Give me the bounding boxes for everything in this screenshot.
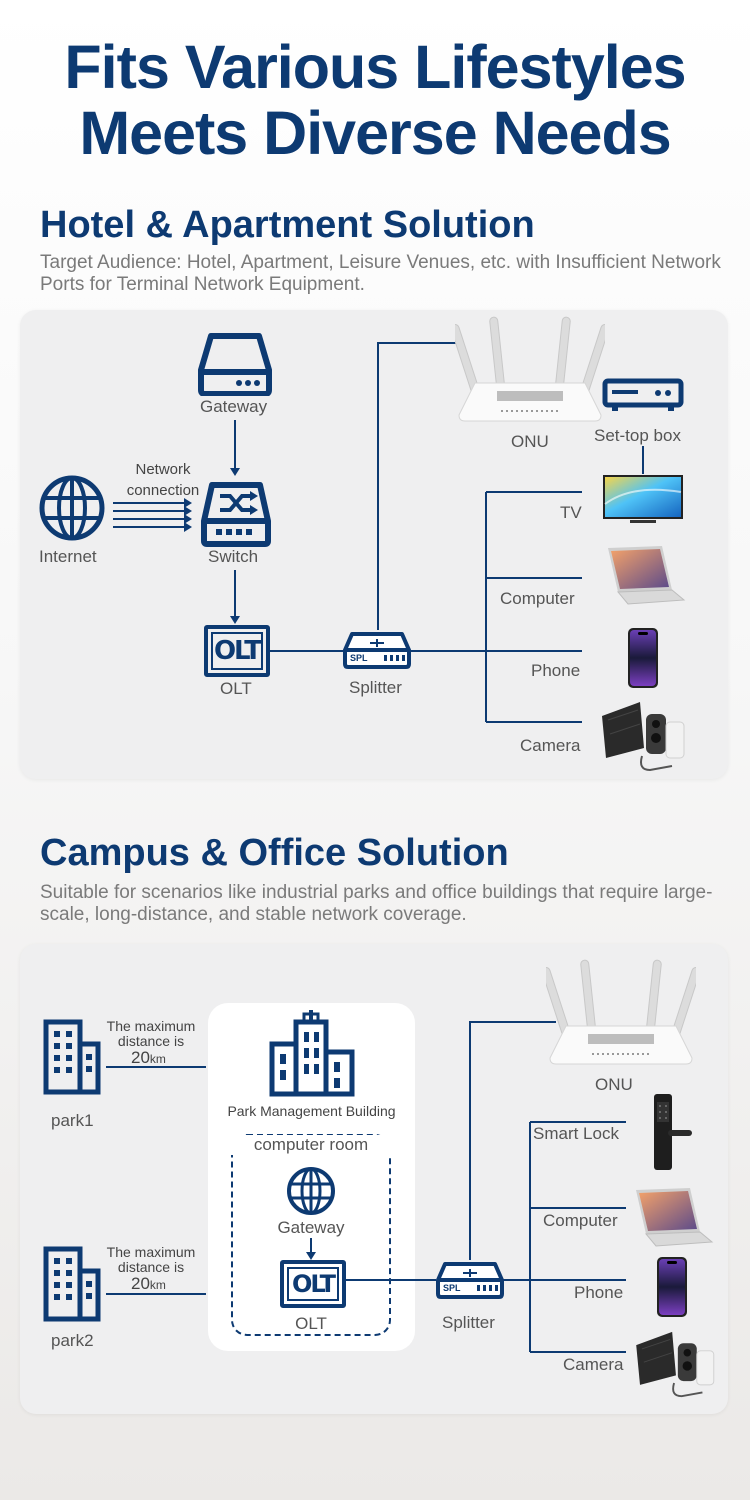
- campus-phone-icon: [657, 1257, 687, 1317]
- campus-camera-label: Camera: [563, 1355, 624, 1374]
- set-top-box-icon: [602, 378, 684, 411]
- hotel-camera-label: Camera: [520, 736, 581, 755]
- internet-globe-icon: [39, 475, 105, 541]
- network-connection-label-line1: Network: [135, 461, 191, 478]
- tv-icon: [603, 475, 683, 523]
- hotel-olt-label: OLT: [220, 679, 252, 698]
- main-heading-line1: Fits Various Lifestyles: [64, 33, 686, 101]
- gateway-device-icon: [198, 333, 272, 396]
- hotel-diagram-panel: [20, 310, 728, 779]
- hotel-section-title: Hotel & Apartment Solution: [40, 204, 535, 246]
- park2-distance-line1: The maximum: [106, 1244, 196, 1260]
- park1-distance-value: 20km: [131, 1048, 166, 1068]
- smart-lock-icon: [654, 1094, 692, 1170]
- hotel-section-description: Target Audience: Hotel, Apartment, Leisu…: [40, 252, 721, 295]
- switch-label: Switch: [208, 547, 259, 566]
- hotel-tv-label: TV: [560, 503, 582, 522]
- management-building-icon: [269, 1010, 355, 1097]
- hotel-phone-icon: [628, 628, 658, 688]
- campus-splitter-device-icon: SPL: [435, 1260, 505, 1300]
- campus-gateway-label: Gateway: [277, 1218, 345, 1237]
- hotel-laptop-icon: [608, 546, 686, 605]
- hotel-computer-label: Computer: [500, 589, 575, 608]
- settop-box-label: Set-top box: [594, 426, 681, 445]
- campus-laptop-icon: [636, 1188, 714, 1247]
- campus-olt-label: OLT: [295, 1314, 327, 1333]
- campus-section-title: Campus & Office Solution: [40, 832, 509, 874]
- park1-distance-line2: distance is: [117, 1033, 185, 1049]
- hotel-onu-label: ONU: [511, 432, 549, 451]
- campus-gateway-globe-icon: [287, 1167, 335, 1215]
- splitter-body-icon: [343, 632, 411, 669]
- onu-router-icon: [455, 316, 605, 422]
- campus-phone-label: Phone: [574, 1283, 624, 1302]
- hotel-camera-icon: [602, 702, 685, 772]
- computer-room-label-text: computer room: [251, 1135, 371, 1154]
- hotel-splitter-label: Splitter: [349, 678, 402, 697]
- splitter-icon-text: SPL: [350, 653, 368, 663]
- network-connection-label-line2: connection: [126, 482, 200, 499]
- main-heading-line2: Meets Diverse Needs: [79, 99, 671, 167]
- park2-distance-line2: distance is: [117, 1259, 185, 1275]
- olt-device-icon: OLT: [204, 625, 270, 677]
- campus-onu-label: ONU: [595, 1075, 633, 1094]
- switch-device-icon: [201, 482, 271, 547]
- park2-label: park2: [51, 1331, 94, 1350]
- park1-building-icon: [43, 1019, 101, 1095]
- campus-onu-router-icon: [546, 959, 696, 1065]
- campus-camera-icon: [636, 1331, 715, 1398]
- park2-building-icon: [43, 1246, 101, 1322]
- campus-olt-device-icon: OLT: [280, 1260, 346, 1308]
- splitter-device-icon: SPL: [342, 630, 412, 670]
- park2-distance-unit: km: [149, 1278, 166, 1292]
- campus-splitter-body-icon: [436, 1262, 504, 1299]
- park2-distance-value: 20km: [131, 1274, 166, 1294]
- park1-label: park1: [51, 1111, 94, 1130]
- park2-distance-number: 20: [131, 1274, 150, 1293]
- campus-computer-label: Computer: [543, 1211, 618, 1230]
- campus-splitter-label: Splitter: [442, 1313, 495, 1332]
- campus-splitter-icon-text: SPL: [443, 1283, 461, 1293]
- smart-lock-label: Smart Lock: [533, 1124, 619, 1143]
- hotel-phone-label: Phone: [531, 661, 581, 680]
- campus-olt-icon-text: OLT: [287, 1267, 339, 1301]
- park1-distance-line1: The maximum: [106, 1018, 196, 1034]
- park1-distance-unit: km: [149, 1052, 166, 1066]
- olt-icon-text: OLT: [211, 632, 263, 670]
- park1-distance-number: 20: [131, 1048, 150, 1067]
- hotel-gateway-label: Gateway: [200, 397, 268, 416]
- internet-label: Internet: [39, 547, 97, 566]
- management-building-label: Park Management Building: [227, 1103, 396, 1119]
- campus-section-description: Suitable for scenarios like industrial p…: [40, 882, 713, 925]
- computer-room-label: computer room: [231, 1135, 391, 1155]
